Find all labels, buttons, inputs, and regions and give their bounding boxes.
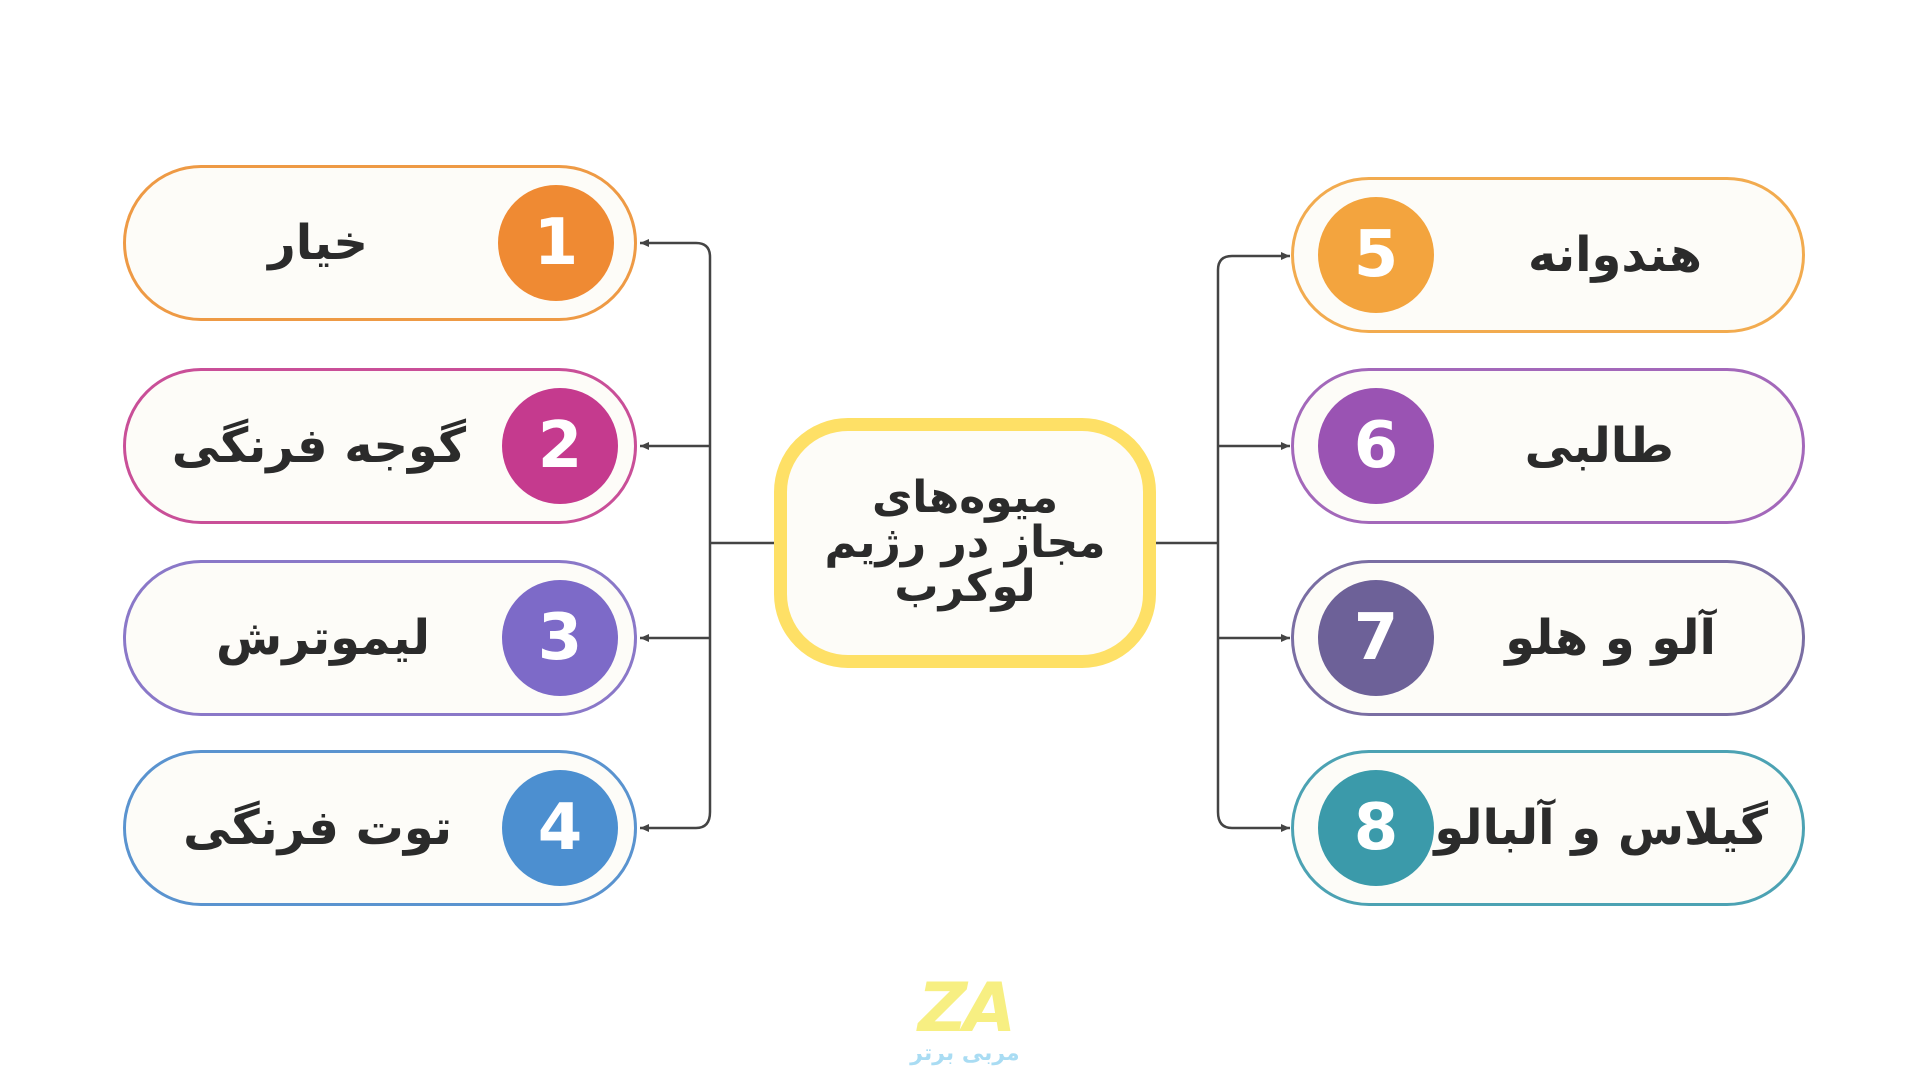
logo-text: مربی برتر [910,1041,1020,1066]
fruit-item-3: 3 لیموترش [123,560,637,716]
fruit-label-8: گیلاس و آلبالو [1434,800,1768,856]
fruit-item-7: 7 آلو و هلو [1291,560,1805,716]
left-arrow-4 [640,811,712,832]
right-arrow-8 [1216,811,1290,832]
number-badge-7: 7 [1318,580,1434,696]
fruit-item-6: 6 طالبی [1291,368,1805,524]
logo-mark: ZA [918,969,1016,1048]
number-badge-2: 2 [502,388,618,504]
number-badge-4: 4 [502,770,618,886]
number-badge-6: 6 [1318,388,1434,504]
fruit-item-2: 2 گوجه فرنگی [123,368,637,524]
number-badge-1: 1 [498,185,614,301]
fruit-label-5: هندوانه [1527,227,1702,283]
fruit-label-4: توت فرنگی [183,800,452,856]
number-badge-5: 5 [1318,197,1434,313]
fruit-label-6: طالبی [1524,418,1674,474]
fruit-label-7: آلو و هلو [1505,610,1716,666]
fruit-item-1: 1 خیار [123,165,637,321]
fruit-item-4: 4 توت فرنگی [123,750,637,906]
fruit-item-5: 5 هندوانه [1291,177,1805,333]
fruit-item-8: 8 گیلاس و آلبالو [1291,750,1805,906]
center-topic-box: میوه‌های مجاز در رژیم لوکرب [774,418,1156,668]
fruit-label-2: گوجه فرنگی [171,418,466,474]
number-badge-8: 8 [1318,770,1434,886]
right-arrow-5 [1216,252,1290,271]
fruit-label-1: خیار [268,215,368,271]
number-badge-3: 3 [502,580,618,696]
center-title: میوه‌های مجاز در رژیم لوکرب [824,471,1106,613]
left-arrow-1 [640,239,712,258]
fruit-label-3: لیموترش [215,610,430,666]
brand-logo: ZA مربی برتر [910,969,1020,1066]
